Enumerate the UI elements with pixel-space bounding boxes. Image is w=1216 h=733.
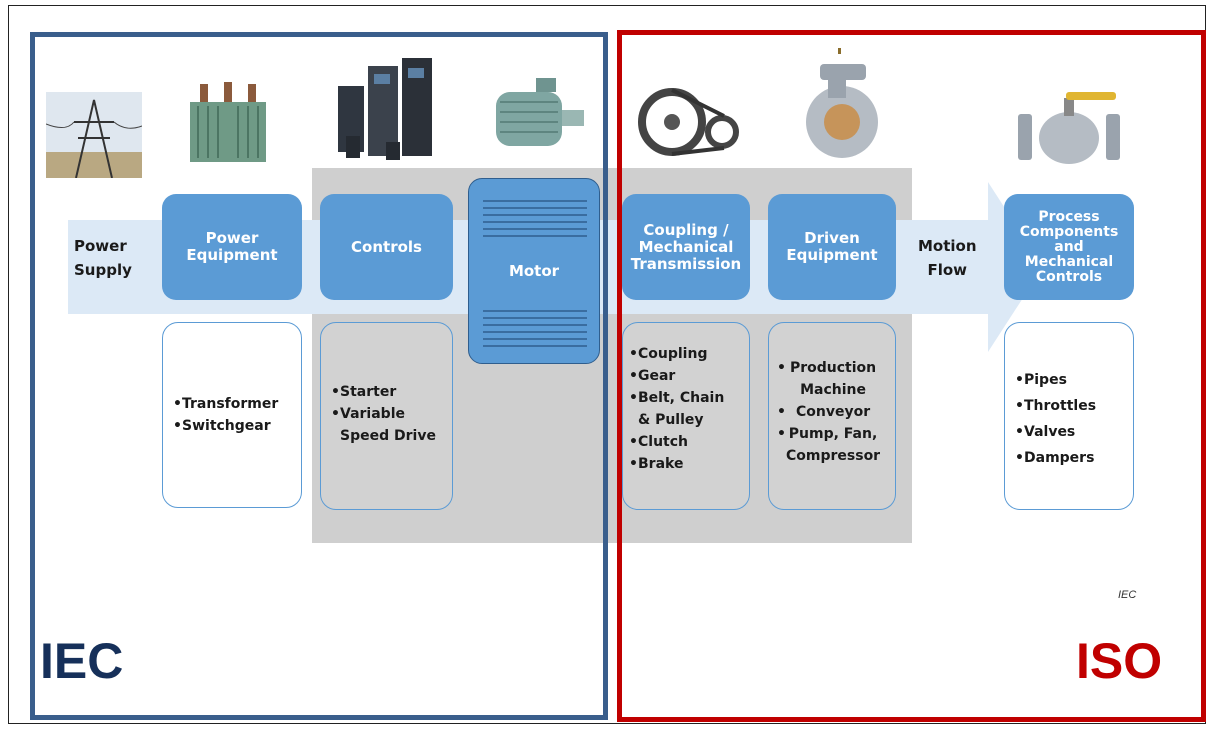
detail-item: Valves [1015,419,1096,445]
detail-item: Pump, Fan, Compressor [777,423,880,467]
iec-scope-frame [30,32,608,720]
process-components-box: Process Components and Mechanical Contro… [1004,194,1134,300]
process-components-details: Pipes Throttles Valves Dampers [1004,322,1134,510]
transformer-picture [190,82,266,162]
iec-label: IEC [40,633,124,689]
detail-item: Coupling [629,343,724,365]
coupling-details: Coupling Gear Belt, Chain & Pulley Clutc… [622,322,750,510]
detail-item: Clutch [629,431,724,453]
power-supply-label: Power Supply [74,237,132,279]
detail-item: Pipes [1015,367,1096,393]
detail-item: Starter [331,381,436,403]
detail-item: Conveyor [777,401,880,423]
power-tower-picture [46,92,142,178]
detail-item: Gear [629,365,724,387]
detail-item: Throttles [1015,393,1096,419]
driven-equipment-box: Driven Equipment [768,194,896,300]
drives-picture [338,58,432,160]
iso-label: ISO [1076,633,1163,689]
detail-item: Brake [629,453,724,475]
controls-details: Starter Variable Speed Drive [320,322,453,510]
detail-item: Production Machine [777,357,880,401]
driven-equipment-details: Production Machine Conveyor Pump, Fan, C… [768,322,896,510]
controls-box: Controls [320,194,453,300]
power-equipment-box: Power Equipment [162,194,302,300]
valve-picture [1018,92,1120,164]
motor-label: Motor [508,261,560,280]
coupling-box: Coupling / Mechanical Transmission [622,194,750,300]
detail-item: Belt, Chain & Pulley [629,387,724,431]
detail-item: Switchgear [173,415,278,437]
detail-item: Variable Speed Drive [331,403,436,447]
motor-picture [496,78,584,146]
detail-item: Dampers [1015,445,1096,471]
source-label: IEC [1118,589,1137,601]
iso-scope-frame [617,30,1206,722]
detail-item: Transformer [173,393,278,415]
belt-pulley-picture [638,88,739,156]
power-equipment-details: Transformer Switchgear [162,322,302,508]
motion-flow-label: Motion Flow [918,237,977,279]
motor-box: Motor [468,178,600,364]
pump-picture [806,48,878,158]
